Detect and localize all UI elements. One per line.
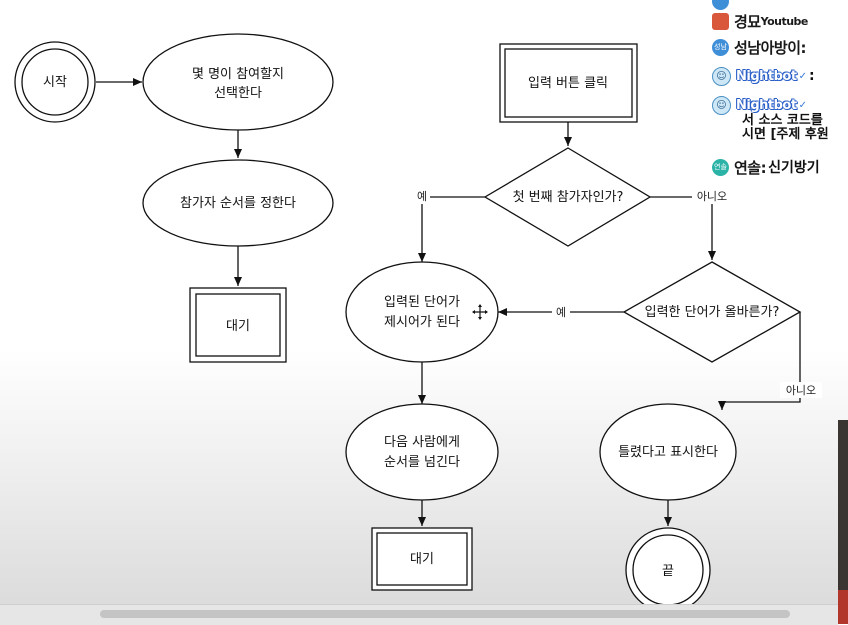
node-becomes-prompt: 입력된 단어가 제시어가 된다: [345, 261, 499, 363]
chat-message-4-line1: 서 소스 코드를: [742, 113, 823, 128]
chat-author-4: Nightbot: [736, 97, 797, 113]
node-set-order-label: 참가자 순서를 정한다: [180, 196, 296, 211]
chat-message-4-line2: 시면 [주제 후원: [742, 127, 829, 142]
chat-line-3: ☺ Nightbot ✓ :: [712, 66, 815, 86]
verified-icon: ✓: [798, 99, 807, 111]
avatar: [712, 0, 729, 10]
chat-author-3: Nightbot: [736, 68, 797, 84]
chat-author-2: 성남아방이:: [734, 38, 807, 57]
avatar: 연솔: [712, 158, 729, 176]
avatar: [712, 12, 729, 30]
chat-message-4: 서 소스 코드를 시면 [주제 후원: [742, 114, 829, 142]
chat-author-1: 경묘: [734, 12, 761, 31]
node-word-correct: 입력한 단어가 올바른가?: [622, 261, 802, 363]
node-first-player-label: 첫 번째 참가자인가?: [513, 190, 624, 205]
edge-label-correct-yes: 예: [556, 306, 566, 319]
node-choose-count: 몇 명이 참여할지 선택한다: [142, 33, 334, 131]
node-end-label: 끝: [662, 564, 674, 579]
chat-author: [734, 0, 739, 10]
chat-line-2: 성남 성남아방이:: [712, 37, 807, 57]
node-choose-count-line1: 몇 명이 참여할지: [192, 67, 284, 82]
node-pass-turn: 다음 사람에게 순서를 넘긴다: [345, 403, 499, 501]
edge-label-first-no: 아니오: [697, 190, 727, 203]
edge-first-no: [650, 196, 716, 260]
edge-labels: 예 아니오 예 아니오: [414, 188, 822, 398]
chat-author-1-suffix: Youtube: [760, 14, 809, 28]
verified-icon: ✓: [798, 70, 807, 82]
scrollbar-thumb[interactable]: [100, 610, 790, 618]
node-start-label: 시작: [43, 75, 67, 90]
node-becomes-prompt-line1: 입력된 단어가: [384, 295, 460, 310]
horizontal-scrollbar[interactable]: [0, 604, 838, 625]
node-word-correct-label: 입력한 단어가 올바른가?: [645, 305, 780, 320]
node-show-wrong: 틀렸다고 표시한다: [599, 403, 737, 501]
edge-label-first-yes: 예: [417, 190, 427, 203]
edge-correct-no: [718, 312, 801, 410]
node-set-order: 참가자 순서를 정한다: [142, 159, 334, 247]
move-cursor-icon: [472, 304, 488, 320]
chat-line-1: 경묘 Youtube: [712, 11, 808, 31]
webcam-edge-accent: [838, 590, 848, 624]
chat-author-5: 연솔:: [734, 158, 767, 177]
node-first-player: 첫 번째 참가자인가?: [483, 147, 652, 247]
edge-first-yes: [418, 196, 485, 262]
webcam-edge: [838, 420, 848, 624]
node-start: 시작: [14, 41, 96, 123]
chat-line-5: 연솔 연솔: 신기방기: [712, 157, 820, 177]
node-pass-turn-line1: 다음 사람에게: [384, 435, 460, 450]
node-input-click: 입력 버튼 클릭: [499, 43, 638, 123]
node-wait-bottom: 대기: [371, 527, 473, 591]
chat-message-5: 신기방기: [768, 160, 820, 176]
node-wait-bottom-label: 대기: [410, 552, 434, 567]
bot-avatar-icon: ☺: [712, 66, 731, 86]
node-end: 끝: [625, 527, 711, 613]
edge-label-correct-no: 아니오: [786, 384, 816, 397]
bot-avatar-icon: ☺: [712, 95, 731, 115]
chat-overlay: 경묘 Youtube 성남 성남아방이: ☺ Nightbot ✓ : ☺ Ni…: [712, 0, 848, 190]
node-input-click-label: 입력 버튼 클릭: [528, 76, 608, 91]
node-show-wrong-label: 틀렸다고 표시한다: [618, 445, 718, 460]
chat-line-4: ☺ Nightbot ✓: [712, 95, 807, 115]
node-pass-turn-line2: 순서를 넘긴다: [384, 455, 460, 470]
node-choose-count-line2: 선택한다: [214, 86, 262, 101]
chat-line-cut: [712, 0, 739, 11]
node-wait-left-label: 대기: [226, 319, 250, 334]
chat-sep-3: :: [808, 68, 815, 84]
avatar: 성남: [712, 38, 729, 56]
node-wait-left: 대기: [189, 287, 287, 363]
node-becomes-prompt-line2: 제시어가 된다: [384, 315, 460, 330]
